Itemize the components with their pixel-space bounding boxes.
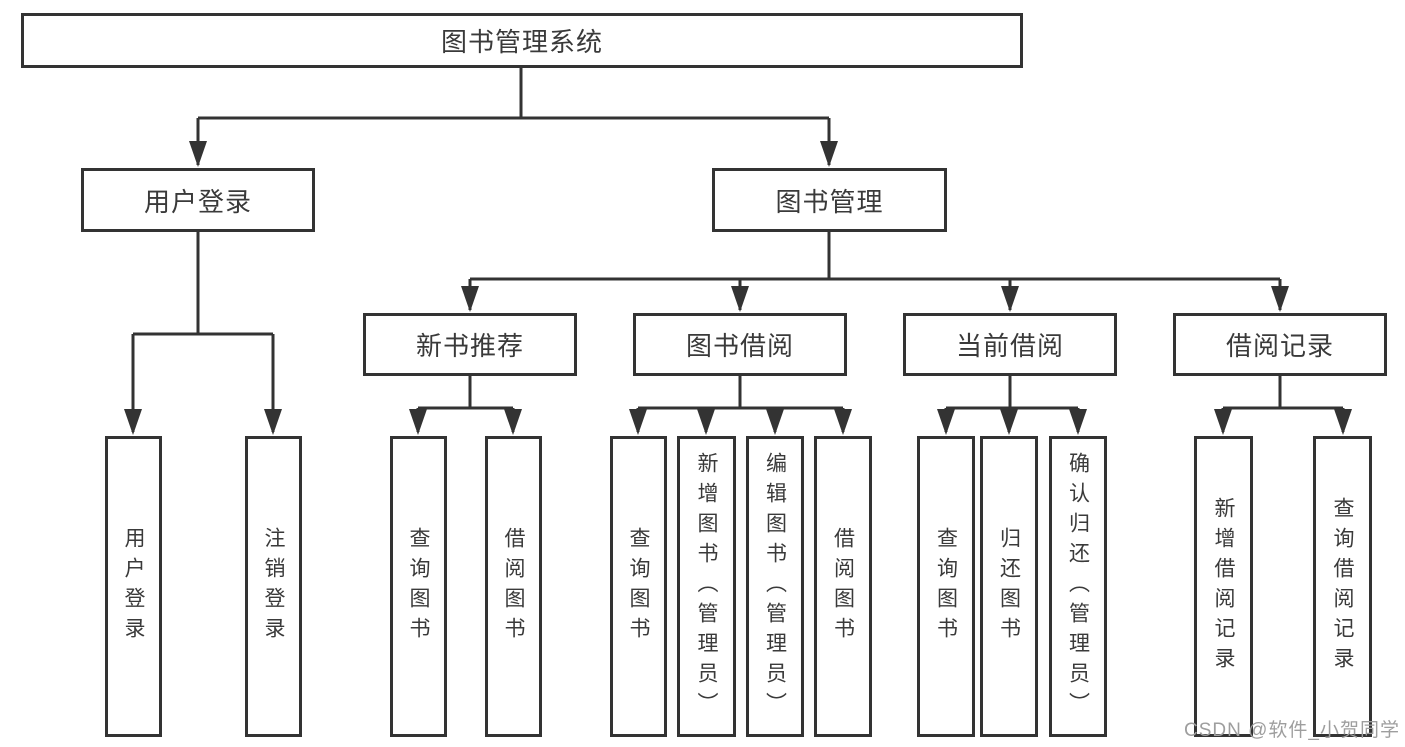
node-new-book-rec: 新书推荐 [363, 313, 577, 376]
leaf-bb-borrow-label: 借阅图书 [831, 526, 855, 647]
arrowhead [189, 141, 207, 167]
leaf-bb-query-label: 查询图书 [627, 526, 650, 647]
node-book-borrow-label: 图书借阅 [685, 331, 794, 361]
node-root-label: 图书管理系统 [440, 27, 603, 57]
connector-bookmgmt-to-level3 [468, 231, 1282, 310]
leaf-user-login-label: 用户登录 [122, 526, 145, 647]
leaf-bb-add: 新增图书（管理员） [677, 436, 736, 737]
arrowhead [731, 286, 749, 312]
leaf-bb-query: 查询图书 [610, 436, 667, 737]
arrowhead [504, 409, 522, 435]
arrowhead [766, 409, 784, 435]
arrowhead [937, 409, 955, 435]
arrowhead [409, 409, 427, 435]
leaf-bb-edit: 编辑图书（管理员） [746, 436, 804, 737]
leaf-cb-query-label: 查询图书 [934, 526, 958, 647]
leaf-logout-label: 注销登录 [262, 526, 285, 647]
arrowhead [1001, 286, 1019, 312]
arrowhead [264, 409, 282, 435]
node-root: 图书管理系统 [21, 13, 1023, 68]
connector-borrowrecord-to-leaves [1221, 375, 1345, 432]
arrowhead [1214, 409, 1232, 435]
node-new-book-rec-label: 新书推荐 [415, 331, 524, 361]
leaf-bb-borrow: 借阅图书 [814, 436, 872, 737]
arrowhead [1000, 409, 1018, 435]
leaf-cb-return-label: 归还图书 [997, 526, 1021, 647]
leaf-br-add: 新增借阅记录 [1194, 436, 1253, 737]
arrowhead [461, 286, 479, 312]
leaf-br-query: 查询借阅记录 [1313, 436, 1372, 737]
leaf-nb-query-label: 查询图书 [407, 526, 430, 647]
node-current-borrow-label: 当前借阅 [955, 331, 1064, 361]
leaf-br-query-label: 查询借阅记录 [1331, 496, 1354, 677]
connector-root-to-level2 [196, 66, 831, 165]
node-current-borrow: 当前借阅 [903, 313, 1117, 376]
leaf-bb-add-label: 新增图书（管理员） [695, 451, 718, 722]
node-borrow-record-label: 借阅记录 [1225, 331, 1334, 361]
leaf-bb-edit-label: 编辑图书（管理员） [763, 451, 787, 722]
arrowhead [124, 409, 142, 435]
node-user-login-label: 用户登录 [143, 186, 252, 217]
arrowhead [834, 409, 852, 435]
arrowhead [820, 141, 838, 167]
node-book-mgmt: 图书管理 [712, 168, 947, 232]
leaf-nb-query: 查询图书 [390, 436, 447, 737]
leaf-user-login: 用户登录 [105, 436, 162, 737]
node-user-login: 用户登录 [81, 168, 315, 232]
connector-userlogin-to-leaves [131, 231, 275, 432]
arrowhead [697, 409, 715, 435]
connector-newbookrec-to-leaves [416, 375, 515, 432]
csdn-watermark: CSDN @软件_小贺同学 [1184, 720, 1400, 741]
node-book-mgmt-label: 图书管理 [775, 186, 884, 217]
connector-bookborrow-to-leaves [636, 375, 845, 432]
leaf-cb-query: 查询图书 [917, 436, 975, 737]
leaf-cb-confirm: 确认归还（管理员） [1049, 436, 1107, 737]
node-borrow-record: 借阅记录 [1173, 313, 1387, 376]
leaf-nb-borrow-label: 借阅图书 [502, 526, 525, 647]
leaf-cb-return: 归还图书 [980, 436, 1038, 737]
leaf-logout: 注销登录 [245, 436, 302, 737]
leaf-cb-confirm-label: 确认归还（管理员） [1066, 451, 1090, 722]
leaf-br-add-label: 新增借阅记录 [1212, 496, 1235, 677]
arrowhead [629, 409, 647, 435]
arrowhead [1069, 409, 1087, 435]
arrowhead [1271, 286, 1289, 312]
arrowhead [1334, 409, 1352, 435]
node-book-borrow: 图书借阅 [633, 313, 847, 376]
leaf-nb-borrow: 借阅图书 [485, 436, 542, 737]
